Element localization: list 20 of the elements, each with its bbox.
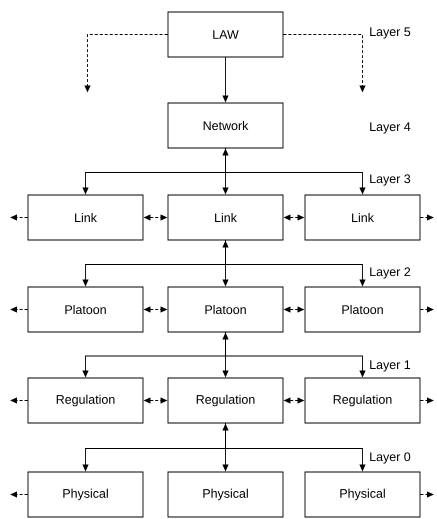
layer-box: Platoon <box>28 286 144 332</box>
layer-label: Layer 4 <box>370 122 410 134</box>
layer-box: Regulation <box>28 378 144 424</box>
layer-label: Layer 0 <box>370 452 410 464</box>
layer-box: Physical <box>304 472 420 518</box>
layer-box: Regulation <box>168 378 284 424</box>
layer-box: Platoon <box>168 286 284 332</box>
layer-box: Link <box>304 194 420 240</box>
layer-box: Physical <box>168 472 284 518</box>
layer-box: LAW <box>168 12 284 58</box>
layer-box: Platoon <box>304 286 420 332</box>
layer-box: Link <box>28 194 144 240</box>
layer-box: Network <box>168 102 284 148</box>
layer-label: Layer 2 <box>370 267 410 279</box>
layer-label: Layer 1 <box>370 360 410 372</box>
layer-box: Physical <box>28 472 144 518</box>
layer-box: Link <box>168 194 284 240</box>
layer-label: Layer 5 <box>370 27 410 39</box>
layer-label: Layer 3 <box>370 174 410 186</box>
layer-box: Regulation <box>304 378 420 424</box>
